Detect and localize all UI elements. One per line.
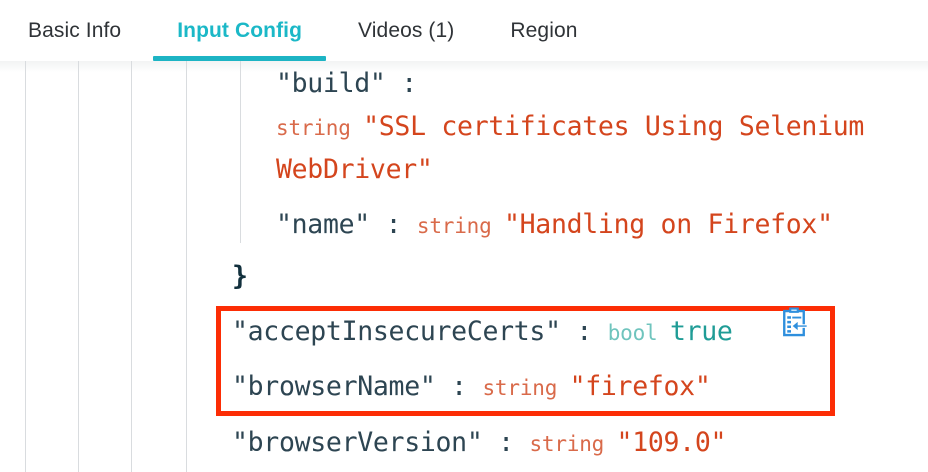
token: true — [669, 316, 733, 347]
token: "browserVersion" : — [232, 427, 530, 458]
tab-videos-1[interactable]: Videos (1) — [330, 0, 482, 61]
indent-guide-3 — [186, 61, 187, 472]
tab-input-config[interactable]: Input Config — [149, 0, 330, 61]
line-build-key: "build" : — [276, 68, 417, 99]
line-accept-insecure-certs: "acceptInsecureCerts" : bool true — [232, 316, 733, 347]
tab-region[interactable]: Region — [482, 0, 605, 61]
token: string — [482, 376, 570, 400]
token: "109.0" — [616, 427, 727, 458]
tab-label: Region — [510, 18, 578, 42]
token: "acceptInsecureCerts" : — [232, 316, 608, 347]
token: "build" : — [276, 68, 417, 99]
token: "Handling on Firefox" — [504, 209, 833, 240]
active-tab-underline — [153, 56, 327, 61]
panel-top-shadow — [0, 61, 928, 72]
tab-label: Videos (1) — [358, 18, 455, 42]
token: "name" : — [276, 209, 417, 240]
tab-bar: Basic Info Input Config Videos (1) Region — [0, 0, 928, 61]
tab-strip: Basic Info Input Config Videos (1) Region — [0, 0, 606, 61]
indent-guide-4 — [240, 61, 241, 243]
line-browser-name: "browserName" : string "firefox" — [232, 371, 711, 402]
line-closing-brace: } — [232, 261, 248, 292]
tab-label: Basic Info — [28, 18, 122, 42]
token: "SSL certificates Using Selenium — [363, 111, 865, 142]
token: WebDriver" — [276, 154, 433, 185]
indent-guide-2 — [131, 61, 132, 472]
tab-basic-info[interactable]: Basic Info — [0, 0, 149, 61]
line-build-value-1: string "SSL certificates Using Selenium — [276, 111, 865, 142]
indent-guide-0 — [25, 61, 26, 472]
token: string — [276, 116, 364, 140]
line-browser-version: "browserVersion" : string "109.0" — [232, 427, 727, 458]
token: string — [529, 432, 617, 456]
tab-label: Input Config — [177, 18, 303, 42]
indent-guide-1 — [78, 61, 79, 472]
token: "browserName" : — [232, 371, 483, 402]
token: "firefox" — [569, 371, 711, 402]
line-name: "name" : string "Handling on Firefox" — [276, 209, 833, 240]
token: bool — [607, 321, 670, 345]
token: string — [416, 214, 504, 238]
token: } — [232, 261, 248, 292]
paste-clipboard-icon[interactable] — [779, 307, 809, 337]
line-build-value-2: WebDriver" — [276, 154, 433, 185]
input-config-json-viewer[interactable]: "build" : string "SSL certificates Using … — [0, 61, 928, 472]
